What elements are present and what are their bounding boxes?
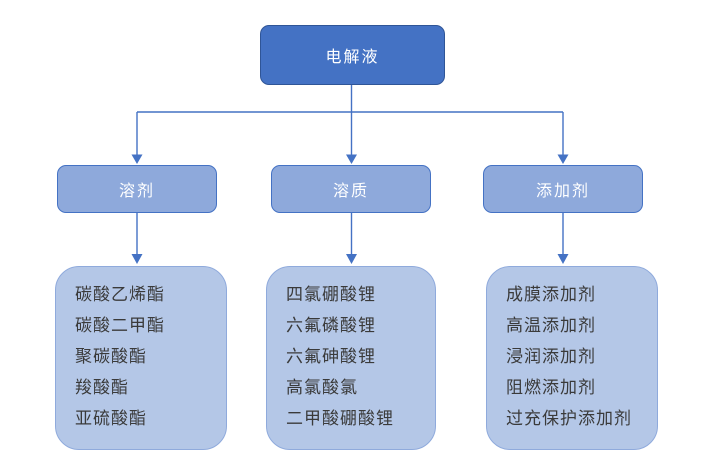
list-item: 高温添加剂 — [506, 316, 596, 335]
list-item: 六氟磷酸锂 — [286, 316, 376, 335]
list-item: 高氯酸氯 — [286, 378, 358, 397]
list-item: 过充保护添加剂 — [506, 409, 632, 428]
list-item: 阻燃添加剂 — [506, 378, 596, 397]
list-item: 四氯硼酸锂 — [286, 285, 376, 304]
list-item: 六氟砷酸锂 — [286, 347, 376, 366]
node-electrolyte-label: 电解液 — [325, 49, 380, 66]
list-additive-items: 成膜添加剂高温添加剂浸润添加剂阻燃添加剂过充保护添加剂 — [486, 266, 658, 450]
solute-item-list: 四氯硼酸锂六氟磷酸锂六氟砷酸锂高氯酸氯二甲酸硼酸锂 — [267, 267, 435, 434]
node-additive: 添加剂 — [483, 165, 643, 213]
arrow-down-icon — [557, 254, 569, 264]
arrow-down-icon — [557, 154, 569, 164]
node-electrolyte: 电解液 — [260, 25, 445, 85]
arrow-down-icon — [346, 154, 357, 164]
node-solvent: 溶剂 — [57, 165, 217, 213]
node-additive-label: 添加剂 — [535, 183, 590, 200]
list-item: 碳酸乙烯酯 — [75, 285, 165, 304]
list-item: 亚硫酸酯 — [75, 409, 147, 428]
solvent-item-list: 碳酸乙烯酯碳酸二甲酯聚碳酸酯羧酸酯亚硫酸酯 — [56, 267, 226, 434]
list-item: 成膜添加剂 — [506, 285, 596, 304]
list-item: 聚碳酸酯 — [75, 347, 147, 366]
list-item: 碳酸二甲酯 — [75, 316, 165, 335]
list-item: 二甲酸硼酸锂 — [286, 409, 394, 428]
additive-item-list: 成膜添加剂高温添加剂浸润添加剂阻燃添加剂过充保护添加剂 — [487, 267, 657, 434]
list-solute-items: 四氯硼酸锂六氟磷酸锂六氟砷酸锂高氯酸氯二甲酸硼酸锂 — [266, 266, 436, 450]
node-solute: 溶质 — [271, 165, 431, 213]
arrow-down-icon — [131, 254, 143, 264]
arrow-down-icon — [131, 154, 143, 164]
list-solvent-items: 碳酸乙烯酯碳酸二甲酯聚碳酸酯羧酸酯亚硫酸酯 — [55, 266, 227, 450]
arrow-down-icon — [346, 254, 357, 264]
list-item: 羧酸酯 — [75, 378, 129, 397]
node-solute-label: 溶质 — [332, 183, 369, 200]
list-item: 浸润添加剂 — [506, 347, 596, 366]
node-solvent-label: 溶剂 — [118, 183, 155, 200]
